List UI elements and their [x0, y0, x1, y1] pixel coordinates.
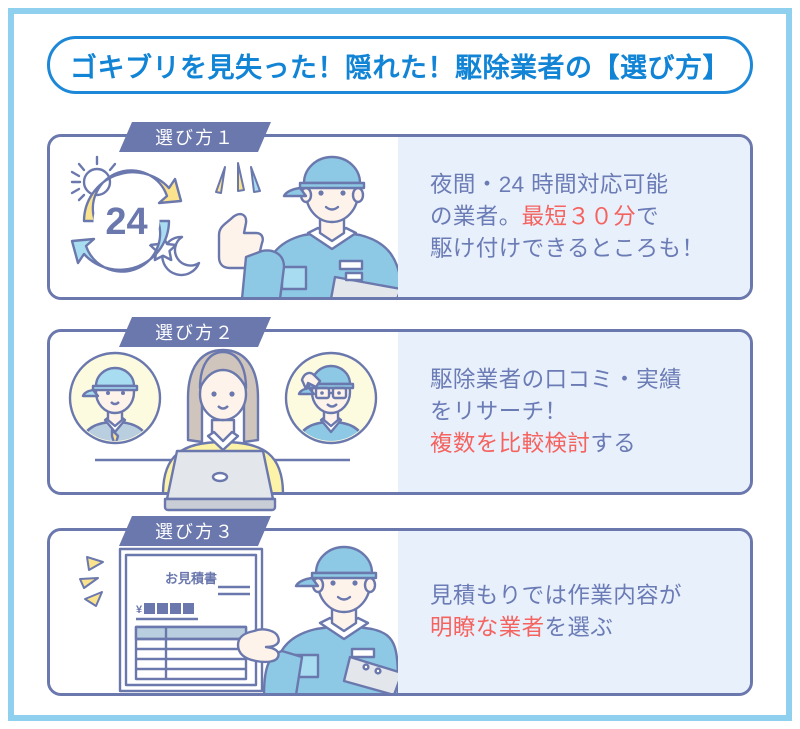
worker-presenting: [236, 545, 398, 693]
avatar-worker-glasses-right: [284, 351, 378, 445]
text-line: 明瞭な業者を選ぶ: [430, 612, 682, 644]
plain-text: をリサーチ！: [430, 399, 568, 425]
woman-with-laptop: [161, 348, 285, 492]
step-3-text: 見積もりでは作業内容が明瞭な業者を選ぶ: [398, 580, 682, 644]
outer-frame: ゴキブリを見失った！隠れた！駆除業者の【選び方】: [8, 8, 792, 721]
step-card-2: 駆除業者の口コミ・実績をリサーチ！ 複数を比較検討する: [47, 329, 753, 495]
step-3-badge-label: 選び方３: [155, 522, 235, 542]
plain-text: 駆除業者の口コミ・実績: [430, 367, 682, 393]
step-3-text-area: 見積もりでは作業内容が明瞭な業者を選ぶ: [398, 531, 750, 693]
step-3-illustration-area: お見積書 ¥: [50, 531, 398, 693]
text-line: 駆除業者の口コミ・実績: [430, 364, 682, 396]
research-reviews-illustration: [68, 348, 378, 492]
text-line: 複数を比較検討する: [430, 428, 682, 460]
step-2-illustration-area: [50, 332, 398, 492]
text-line: 駆け付けできるところも！: [430, 233, 704, 265]
text-line: をリサーチ！: [430, 396, 682, 428]
text-line: 夜間・24 時間対応可能: [430, 169, 704, 201]
sparkle-lines: [215, 162, 261, 194]
highlighted-text: 最短３０分: [521, 204, 637, 230]
estimate-table: [134, 625, 248, 681]
page-title-pill: ゴキブリを見失った！隠れた！駆除業者の【選び方】: [47, 36, 753, 94]
step-2-badge-label: 選び方２: [155, 323, 235, 343]
plain-text: の業者。: [430, 204, 522, 230]
plain-text: する: [590, 430, 637, 456]
step-card-1: 24: [47, 134, 753, 300]
sun-icon: [70, 155, 117, 202]
plain-text: を選ぶ: [544, 615, 614, 640]
highlighted-text: 複数を比較検討: [430, 430, 591, 456]
text-line: の業者。最短３０分で: [430, 201, 704, 233]
estimate-document-illustration: お見積書 ¥: [79, 545, 398, 693]
24-circle-bg: [93, 188, 160, 254]
worker-thumbs-up: [217, 155, 398, 297]
step-card-3: お見積書 ¥: [47, 528, 753, 696]
step-2-text-area: 駆除業者の口コミ・実績をリサーチ！ 複数を比較検討する: [398, 332, 750, 492]
step-2-text: 駆除業者の口コミ・実績をリサーチ！ 複数を比較検討する: [398, 364, 682, 460]
24-label: 24: [105, 201, 147, 243]
step-1-text-area: 夜間・24 時間対応可能の業者。最短３０分で駆け付けできるところも！: [398, 137, 750, 297]
plain-text: 夜間・24 時間対応可能: [430, 172, 669, 198]
avatar-worker-left: [68, 351, 162, 445]
sparkle-lines: [79, 556, 104, 607]
step-1-text: 夜間・24 時間対応可能の業者。最短３０分で駆け付けできるところも！: [398, 169, 704, 265]
text-line: 見積もりでは作業内容が: [430, 580, 682, 612]
yen-symbol: ¥: [136, 604, 143, 616]
step-1-badge-label: 選び方１: [155, 128, 235, 148]
24-hour-service-illustration: 24: [70, 155, 398, 297]
step-2-badge: 選び方２: [119, 317, 271, 347]
24-hour-cycle-arrows: [70, 169, 183, 273]
highlighted-text: 明瞭な業者: [430, 615, 545, 640]
plain-text: で: [636, 204, 660, 230]
plain-text: 駆け付けできるところも！: [430, 235, 705, 261]
step-1-badge: 選び方１: [119, 122, 271, 152]
estimate-sheet: お見積書 ¥: [118, 547, 264, 693]
step-3-badge: 選び方３: [119, 516, 271, 546]
plain-text: 見積もりでは作業内容が: [430, 583, 682, 609]
page-title: ゴキブリを見失った！隠れた！駆除業者の【選び方】: [70, 52, 730, 83]
step-1-illustration-area: 24: [50, 137, 398, 297]
price-blocks: [144, 603, 194, 614]
glasses-icon: [314, 386, 348, 400]
moon-star-icon: [148, 234, 201, 277]
estimate-title: お見積書: [165, 571, 217, 586]
